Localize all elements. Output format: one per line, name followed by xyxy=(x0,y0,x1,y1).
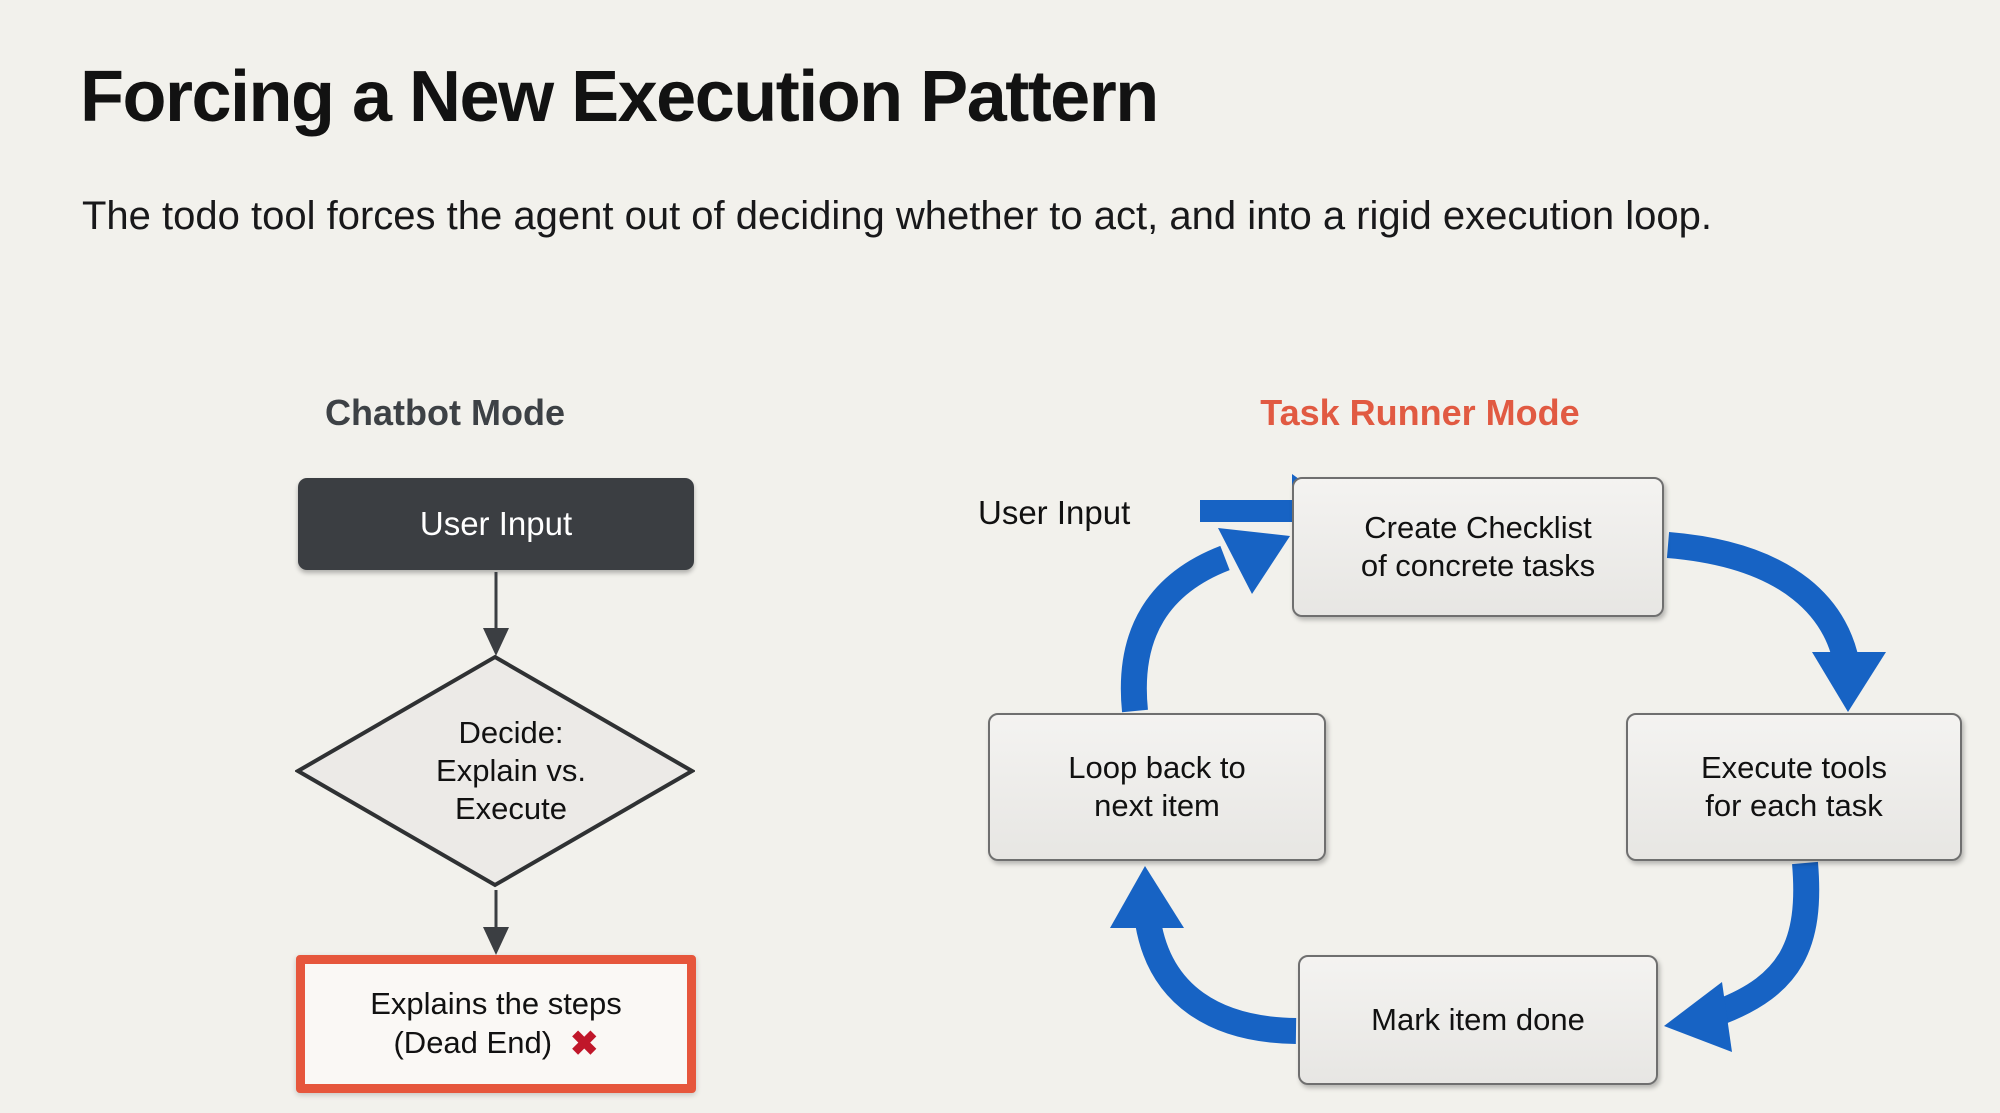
arrow-execute-to-mark xyxy=(1664,861,1820,1052)
mark-item-done-line-1: Mark item done xyxy=(1371,1001,1585,1037)
create-checklist-line-2: of concrete tasks xyxy=(1360,548,1596,583)
dead-end-line-1: Explains the steps xyxy=(370,986,622,1021)
node-loop-back[interactable]: Loop back to next item xyxy=(988,713,1326,861)
chatbot-mode-heading: Chatbot Mode xyxy=(325,392,565,433)
node-decide-text: Decide: Explain vs. Execute xyxy=(295,654,695,888)
node-user-input-label: User Input xyxy=(419,505,573,542)
dead-end-line-2: (Dead End) xyxy=(393,1024,553,1060)
node-user-input[interactable]: User Input xyxy=(298,478,694,570)
execute-tools-line-1: Execute tools xyxy=(1700,749,1888,785)
diamond-shape-icon xyxy=(295,654,695,888)
task-runner-entry-label: User Input xyxy=(978,494,1131,531)
decide-line-2: Explain vs. xyxy=(436,753,586,789)
node-create-checklist[interactable]: Create Checklist of concrete tasks xyxy=(1292,477,1664,617)
arrow-loop-to-create xyxy=(1120,528,1290,713)
arrow-create-to-execute xyxy=(1666,532,1886,712)
page-subtitle: The todo tool forces the agent out of de… xyxy=(82,194,1712,238)
arrow-mark-to-loop xyxy=(1110,866,1297,1044)
loop-back-line-1: Loop back to xyxy=(1068,749,1246,785)
cross-mark-icon: ✖ xyxy=(570,1025,599,1064)
decide-line-3: Execute xyxy=(454,790,567,826)
page-title: Forcing a New Execution Pattern xyxy=(80,57,1159,137)
node-dead-end[interactable]: Explains the steps (Dead End) ✖ xyxy=(296,955,696,1093)
dead-end-line-2-row: (Dead End) ✖ xyxy=(393,1022,598,1063)
decide-line-1: Decide: xyxy=(458,715,564,751)
execute-tools-line-2: for each task xyxy=(1705,788,1883,823)
node-decide-diamond[interactable]: Decide: Explain vs. Execute xyxy=(295,654,695,888)
node-execute-tools[interactable]: Execute tools for each task xyxy=(1626,713,1962,861)
loop-back-line-2: next item xyxy=(1094,788,1220,823)
task-runner-mode-heading: Task Runner Mode xyxy=(1260,392,1580,433)
node-mark-item-done[interactable]: Mark item done xyxy=(1298,955,1658,1085)
create-checklist-line-1: Create Checklist xyxy=(1364,509,1592,545)
